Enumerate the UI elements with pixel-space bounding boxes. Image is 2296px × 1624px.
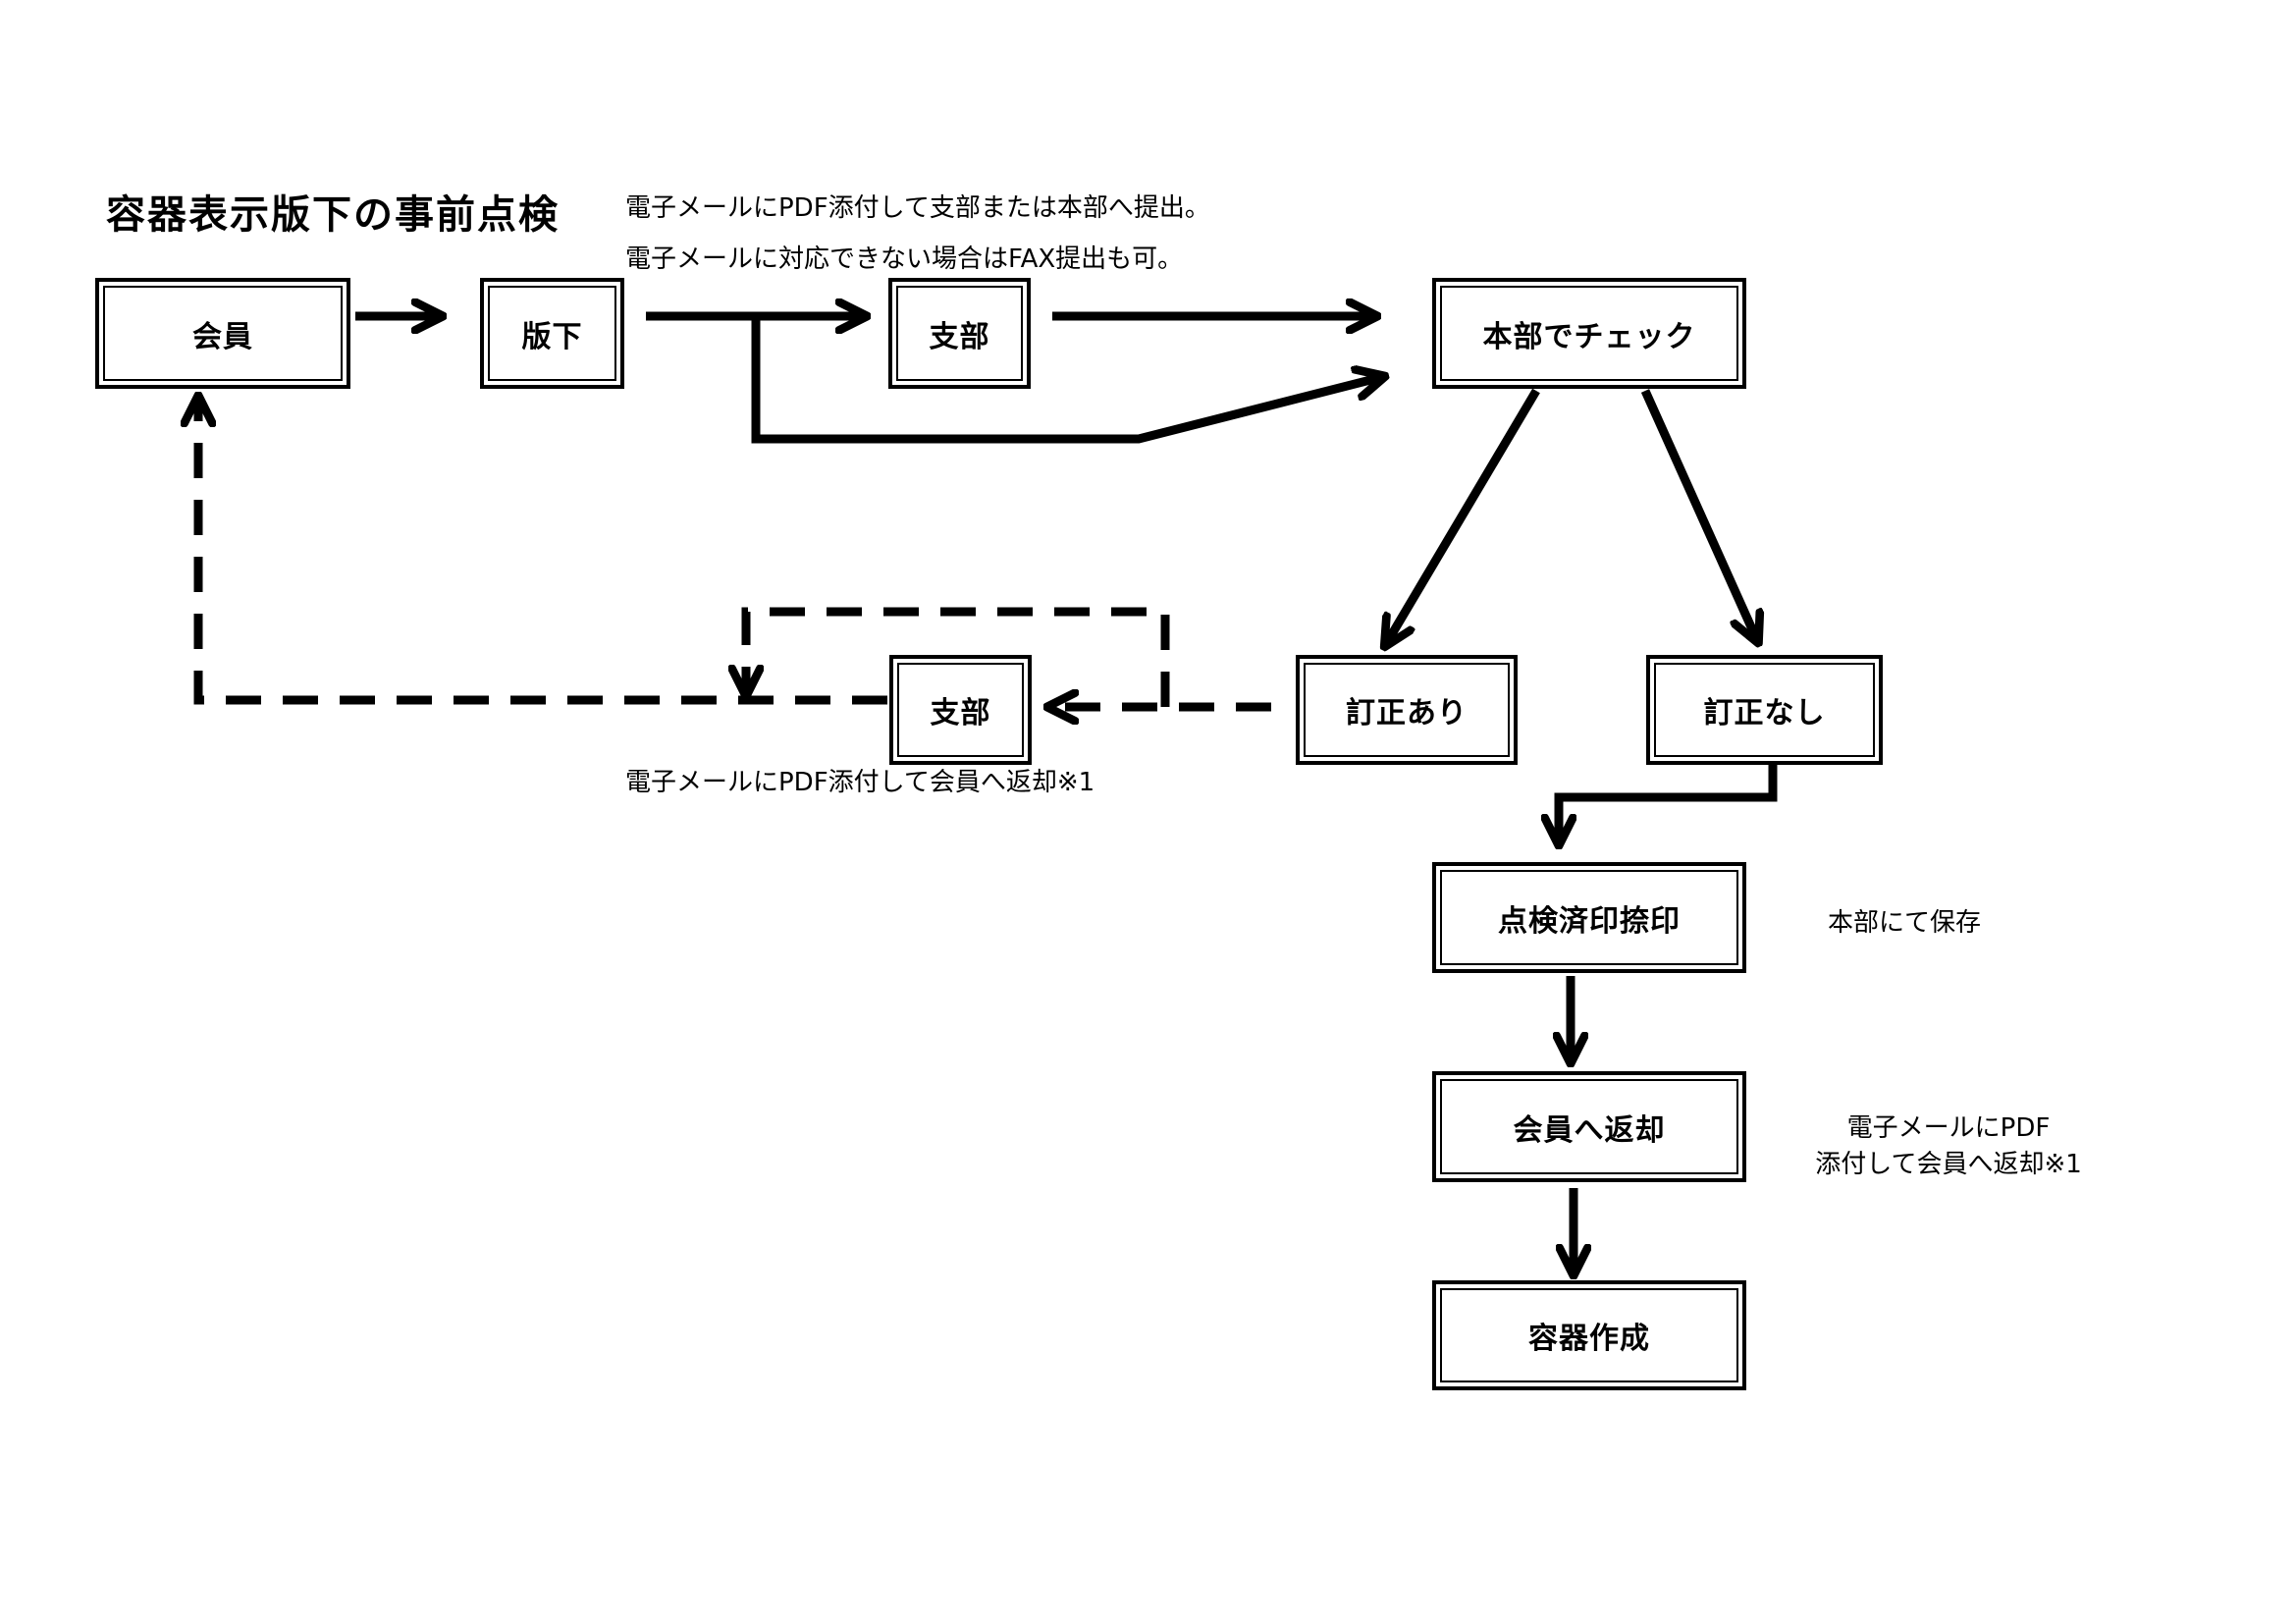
submit-note-line2: 電子メールに対応できない場合はFAX提出も可。 bbox=[625, 244, 1184, 274]
edge-branch-member bbox=[198, 399, 887, 705]
node-label: 容器作成 bbox=[1528, 1322, 1650, 1356]
edge-hq-correction-yes bbox=[1386, 388, 1540, 644]
edge-correction-yes-member-loop bbox=[746, 607, 1170, 707]
submit-note-line1: 電子メールにPDF添付して支部または本部へ提出。 bbox=[625, 193, 1210, 223]
node-label: 会員へ返却 bbox=[1513, 1112, 1666, 1148]
node-correction-yes: 訂正あり bbox=[1296, 655, 1518, 765]
node-branch-lower: 支部 bbox=[889, 655, 1032, 765]
edge-hq-correction-no bbox=[1640, 389, 1757, 640]
page-title: 容器表示版下の事前点検 bbox=[106, 192, 560, 238]
node-label: 支部 bbox=[930, 696, 991, 731]
node-correction-no: 訂正なし bbox=[1646, 655, 1883, 765]
node-return-member: 会員へ返却 bbox=[1432, 1071, 1746, 1182]
node-label: 本部でチェック bbox=[1482, 319, 1696, 354]
node-draft: 版下 bbox=[480, 278, 624, 389]
return-member-note: 電子メールにPDF 添付して会員へ返却※1 bbox=[1787, 1108, 2110, 1180]
node-make-container: 容器作成 bbox=[1432, 1280, 1746, 1390]
return-member-note-line1: 電子メールにPDF bbox=[1846, 1113, 2051, 1143]
edge-correction-no-stamp bbox=[1559, 764, 1778, 842]
node-member: 会員 bbox=[95, 278, 350, 389]
return-branch-note: 電子メールにPDF添付して会員へ返却※1 bbox=[625, 768, 1095, 797]
node-stamp: 点検済印捺印 bbox=[1432, 862, 1746, 973]
node-label: 支部 bbox=[929, 319, 990, 354]
hq-storage-note: 本部にて保存 bbox=[1828, 908, 1982, 938]
node-label: 版下 bbox=[521, 319, 583, 354]
node-label: 訂正なし bbox=[1703, 696, 1826, 731]
return-member-note-line2: 添付して会員へ返却※1 bbox=[1815, 1150, 2082, 1179]
edge-draft-hq bbox=[751, 316, 1382, 444]
node-label: 訂正あり bbox=[1346, 696, 1468, 731]
node-branch-upper: 支部 bbox=[888, 278, 1031, 389]
node-hq-check: 本部でチェック bbox=[1432, 278, 1746, 389]
node-label: 会員 bbox=[192, 319, 253, 354]
node-label: 点検済印捺印 bbox=[1498, 903, 1681, 939]
